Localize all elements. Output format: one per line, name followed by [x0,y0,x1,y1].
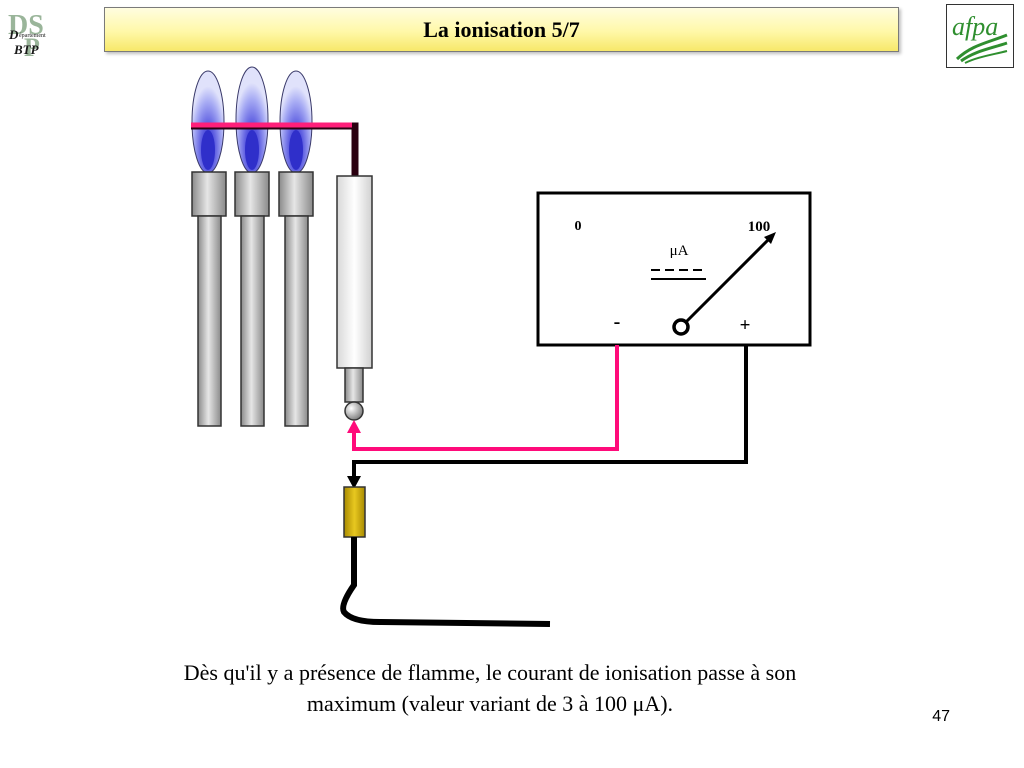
logo-btp: BTP [13,42,40,57]
signal-arrowhead [347,420,361,433]
return-wire [347,345,748,489]
page-number: 47 [932,708,950,725]
signal-wire [347,345,619,451]
flame-3 [279,70,313,174]
logo-letter-d: D [8,27,19,42]
caption: Dès qu'il y a présence de flamme, le cou… [60,657,920,719]
return-arrowhead [347,476,361,489]
ds-btp-logo: DS P D épartement BTP [6,8,64,64]
page-title: La ionisation 5/7 [423,16,580,42]
needle-pivot [672,318,690,336]
logo-departement: épartement [19,33,46,39]
svg-text:P: P [24,33,40,62]
connector [343,486,366,538]
flame-1 [191,70,225,174]
needle-arrowhead [764,232,776,244]
scale-min-label: 0 [575,219,582,234]
burner-2 [234,171,270,427]
microammeter: 0 100 μA - + [536,191,812,347]
svg-text:DS: DS [8,10,44,41]
ionisation-electrode-rod [191,122,359,178]
title-bar: La ionisation 5/7 [104,7,899,52]
caption-line-2: maximum (valeur variant de 3 à 100 μA). [306,691,674,716]
scale-max-label: 100 [748,219,771,235]
afpa-logo-text: afpa [952,12,998,41]
gauge-needle [679,236,772,329]
afpa-logo: afpa [946,4,1014,68]
caption-line-1: Dès qu'il y a présence de flamme, le cou… [183,660,797,685]
ground-cable [340,537,551,627]
electrode-holder [336,175,373,421]
minus-terminal-label: - [614,311,621,333]
flame-2 [235,66,269,174]
plus-terminal-label: + [740,315,751,336]
unit-label: μA [670,243,689,259]
burner-3 [278,171,314,427]
burner-1 [191,171,227,427]
